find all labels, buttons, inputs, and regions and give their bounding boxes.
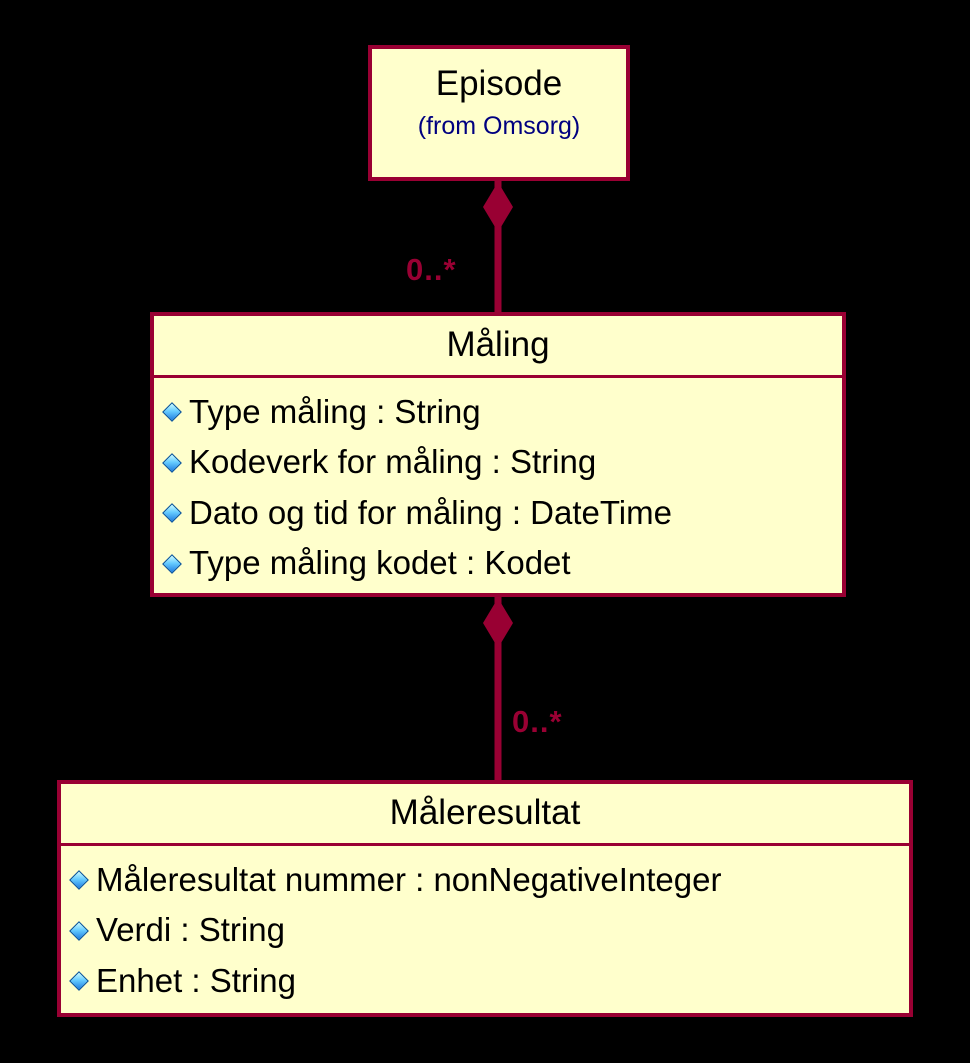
composition-diamond-maling	[483, 598, 513, 648]
attribute-visibility-icon	[69, 920, 89, 941]
multiplicity-label-maling-maleresultat: 0..*	[512, 704, 563, 739]
composition-diamond-episode	[483, 182, 513, 232]
attribute-text: Verdi : String	[96, 911, 285, 949]
class-maling: Måling Type måling : String Kodeverk for…	[150, 312, 846, 597]
attribute-row: Type måling : String	[160, 387, 838, 437]
class-title-maling: Måling	[154, 316, 842, 378]
attribute-list-maleresultat: Måleresultat nummer : nonNegativeInteger…	[61, 846, 909, 1010]
multiplicity-label-episode-maling: 0..*	[406, 252, 457, 287]
attribute-visibility-icon	[69, 971, 89, 992]
attribute-text: Måleresultat nummer : nonNegativeInteger	[96, 861, 722, 898]
class-maleresultat: Måleresultat Måleresultat nummer : nonNe…	[57, 780, 913, 1017]
attribute-row: Måleresultat nummer : nonNegativeInteger	[67, 855, 905, 905]
class-episode: Episode (from Omsorg)	[368, 45, 630, 181]
attribute-visibility-icon	[162, 553, 182, 574]
attribute-row: Dato og tid for måling : DateTime	[160, 488, 838, 538]
attribute-list-maling: Type måling : String Kodeverk for måling…	[154, 378, 842, 593]
attribute-row: Type måling kodet : Kodet	[160, 538, 838, 588]
attribute-text: Enhet : String	[96, 961, 296, 999]
attribute-row: Enhet : String	[67, 956, 905, 1006]
class-stereotype-episode: (from Omsorg)	[417, 111, 581, 140]
attribute-row: Kodeverk for måling : String	[160, 437, 838, 487]
class-title-maleresultat: Måleresultat	[61, 784, 909, 846]
attribute-text: Type måling kodet : Kodet	[189, 544, 571, 582]
class-title-episode: Episode	[435, 64, 563, 103]
attribute-row: Verdi : String	[67, 905, 905, 955]
attribute-text: Type måling : String	[189, 393, 481, 430]
attribute-text: Kodeverk for måling : String	[189, 443, 597, 481]
attribute-visibility-icon	[162, 503, 182, 524]
attribute-text: Dato og tid for måling : DateTime	[189, 493, 672, 531]
attribute-visibility-icon	[162, 452, 182, 473]
attribute-visibility-icon	[162, 402, 182, 423]
attribute-visibility-icon	[69, 870, 89, 891]
